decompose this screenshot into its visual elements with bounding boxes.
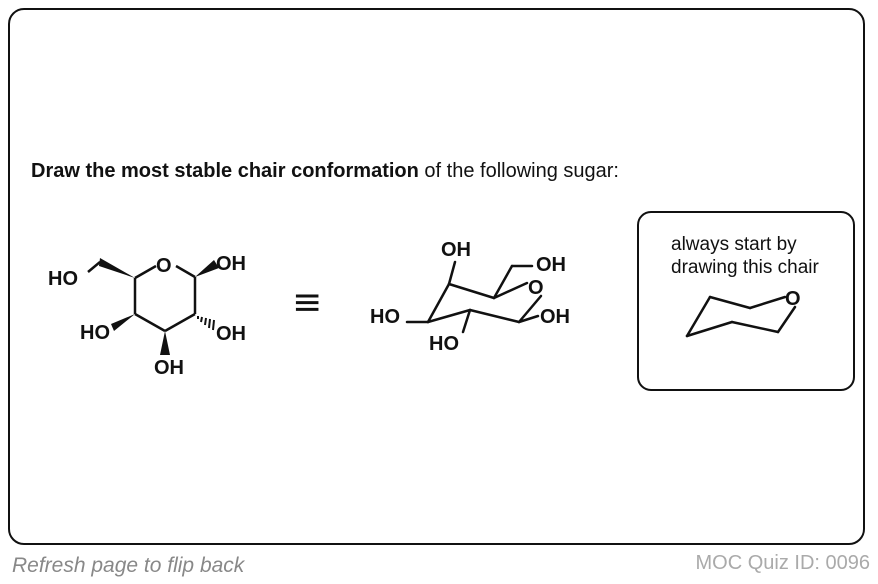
chair-structure	[405, 260, 543, 334]
ring-bond-c5-o	[134, 264, 157, 280]
hint-chair-bond-5	[730, 320, 780, 334]
chair-bond-c5-o	[492, 281, 529, 300]
wedge-c3-oh	[160, 331, 170, 355]
bond-c6-oh	[87, 261, 101, 273]
prompt-rest: of the following sugar:	[418, 160, 619, 182]
hint-chair-bond-1	[685, 295, 712, 338]
hint-chair-bond-6	[685, 320, 734, 338]
wedge-c5-c6	[99, 258, 135, 278]
label-chair-oh-ch2: OH	[536, 254, 566, 276]
chair-bond-c2-c3	[426, 308, 472, 324]
chair-bond-c5-c6ring	[447, 282, 496, 300]
hash-c2-oh	[197, 316, 215, 331]
label-oh-c3: OH	[154, 357, 184, 379]
bond-c5-ch2	[492, 264, 514, 300]
quiz-id: MOC Quiz ID: 0096	[695, 552, 870, 574]
label-oh-c1: OH	[216, 253, 246, 275]
bond-c2-oh	[461, 308, 472, 334]
wedge-c1-oh	[195, 260, 219, 277]
hint-text: always start by drawing this chair	[671, 234, 819, 278]
label-ring-oxygen: O	[156, 255, 172, 277]
chair-bond-c1-c2	[468, 308, 521, 324]
label-chair-ring-oxygen: O	[528, 277, 544, 299]
haworth-structure	[87, 261, 197, 333]
label-chair-oh-top: OH	[441, 239, 471, 261]
label-chair-oh-right: OH	[540, 306, 570, 328]
label-oh-c2: OH	[216, 323, 246, 345]
chair-bond-o-c1	[517, 294, 543, 324]
hint-chair-bond-3	[748, 295, 787, 310]
wedge-c4-oh	[111, 314, 135, 331]
label-hint-ring-oxygen: O	[785, 288, 801, 310]
bond-axial-oh-top	[447, 260, 457, 286]
prompt-bold: Draw the most stable chair conformation	[31, 160, 419, 182]
hint-chair-bond-4	[776, 305, 797, 334]
label-ho-c4: HO	[80, 322, 110, 344]
ring-bond-c2-c3	[164, 312, 196, 333]
equivalence-symbol: ≡	[292, 282, 322, 323]
ring-bond-c3-c4	[134, 312, 166, 333]
hint-box: always start by drawing this chair O	[637, 211, 855, 391]
chair-bond-c4-c5	[426, 282, 451, 324]
label-chair-ho-bottom: HO	[429, 333, 459, 355]
question-prompt: Draw the most stable chair conformation …	[31, 160, 619, 183]
label-chair-ho-left: HO	[370, 306, 400, 328]
ring-bond-o-c1	[175, 264, 196, 279]
refresh-hint: Refresh page to flip back	[12, 554, 245, 577]
label-ho-c6: HO	[48, 268, 78, 290]
hint-chair-bond-2	[708, 295, 752, 310]
hint-chair-diagram: O	[685, 288, 801, 338]
quiz-card	[8, 8, 865, 545]
bond-c1-oh	[517, 314, 540, 324]
